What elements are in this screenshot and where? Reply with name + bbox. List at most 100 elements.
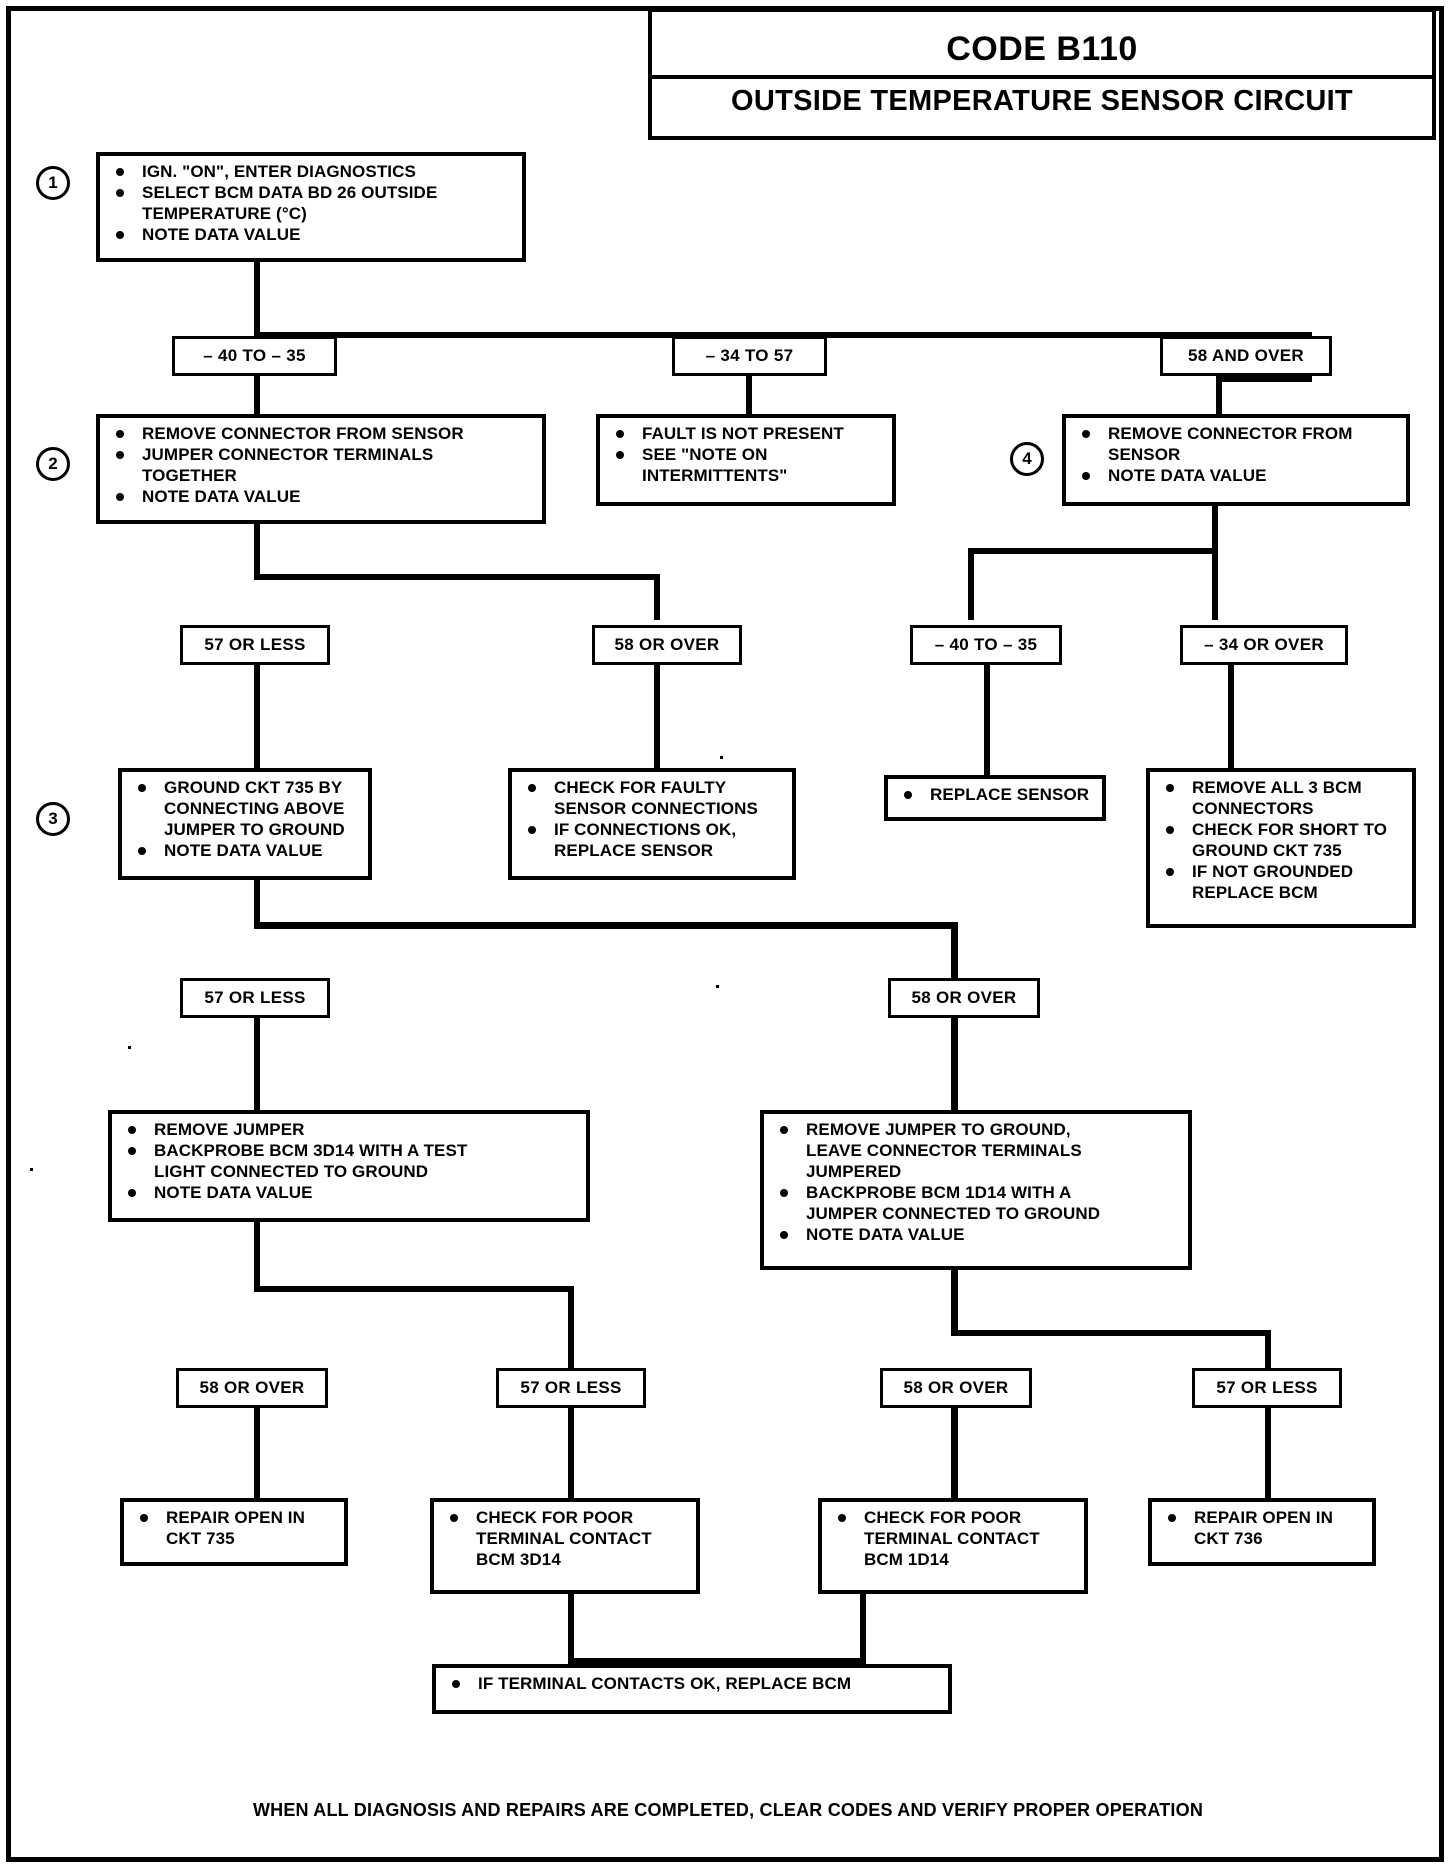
box-fault-not-present-list: FAULT IS NOT PRESENT SEE "NOTE ON INTERM… xyxy=(608,424,884,485)
connector-jumper-right-stem xyxy=(951,1270,958,1336)
connector-bus-6 xyxy=(951,1330,1271,1336)
connector-final-bus xyxy=(568,1658,866,1664)
box-check-poor-3d14-list: CHECK FOR POOR TERMINAL CONTACT BCM 3D14 xyxy=(442,1508,688,1569)
list-item: TERMINAL CONTACT xyxy=(476,1529,652,1549)
list-item: REMOVE CONNECTOR FROM xyxy=(1074,424,1398,443)
step-number-2: 2 xyxy=(36,447,70,481)
title-divider xyxy=(652,75,1432,79)
list-item: TERMINAL CONTACT xyxy=(864,1529,1040,1549)
branch-label-b1-left: – 40 TO – 35 xyxy=(172,336,337,376)
branch-label-b1-right: 58 AND OVER xyxy=(1160,336,1332,376)
connector-step4-stem xyxy=(1212,506,1218,554)
branch-label-b2-right: 58 OR OVER xyxy=(592,625,742,665)
list-item: BCM 3D14 xyxy=(476,1550,561,1570)
step-number-4: 4 xyxy=(1010,442,1044,476)
list-item: CONNECTORS xyxy=(1192,799,1314,819)
title-block: CODE B110 OUTSIDE TEMPERATURE SENSOR CIR… xyxy=(648,8,1436,140)
branch-label-b5-right: 57 OR LESS xyxy=(496,1368,646,1408)
connector-b1-right-drop xyxy=(1216,376,1222,414)
box-check-poor-3d14: CHECK FOR POOR TERMINAL CONTACT BCM 3D14 xyxy=(430,1498,700,1594)
connector-bus-1 xyxy=(254,332,1312,338)
list-item: SELECT BCM DATA BD 26 OUTSIDE xyxy=(108,183,514,202)
connector-bus-3 xyxy=(254,922,958,929)
connector-b4-left-drop xyxy=(984,665,990,775)
branch-label-text: 58 OR OVER xyxy=(911,988,1017,1007)
list-item: CHECK FOR POOR xyxy=(442,1508,688,1527)
list-item: JUMPER CONNECTOR TERMINALS xyxy=(108,445,534,464)
list-item: FAULT IS NOT PRESENT xyxy=(608,424,884,443)
box-step2-list: REMOVE CONNECTOR FROM SENSOR JUMPER CONN… xyxy=(108,424,534,506)
connector-b6-right-drop xyxy=(1265,1408,1271,1498)
page-subtitle: OUTSIDE TEMPERATURE SENSOR CIRCUIT xyxy=(731,85,1353,117)
box-step1: IGN. "ON", ENTER DIAGNOSTICS SELECT BCM … xyxy=(96,152,526,262)
connector-bus-2 xyxy=(254,574,660,580)
connector-b4-right-drop xyxy=(1228,665,1234,769)
box-fault-not-present: FAULT IS NOT PRESENT SEE "NOTE ON INTERM… xyxy=(596,414,896,506)
connector-bus3-drop-right xyxy=(951,922,958,988)
box-step3: GROUND CKT 735 BY CONNECTING ABOVE JUMPE… xyxy=(118,768,372,880)
branch-label-text: 58 OR OVER xyxy=(199,1378,305,1397)
branch-label-b3-right: 58 OR OVER xyxy=(888,978,1040,1018)
box-remove-jumper: REMOVE JUMPER BACKPROBE BCM 3D14 WITH A … xyxy=(108,1110,590,1222)
connector-step3-stem xyxy=(254,880,260,928)
list-item: CHECK FOR POOR xyxy=(830,1508,1076,1527)
branch-label-text: 58 OR OVER xyxy=(903,1378,1009,1397)
list-item: IF TERMINAL CONTACTS OK, REPLACE BCM xyxy=(444,1674,940,1693)
list-item: REMOVE CONNECTOR FROM SENSOR xyxy=(108,424,534,443)
list-item: TOGETHER xyxy=(142,466,237,486)
box-remove-3-bcm: REMOVE ALL 3 BCM CONNECTORS CHECK FOR SH… xyxy=(1146,768,1416,928)
connector-jumper-left-stem xyxy=(254,1222,260,1292)
list-item: CHECK FOR SHORT TO xyxy=(1158,820,1404,839)
box-check-poor-1d14: CHECK FOR POOR TERMINAL CONTACT BCM 1D14 xyxy=(818,1498,1088,1594)
list-item: REMOVE ALL 3 BCM xyxy=(1158,778,1404,797)
list-item: BCM 1D14 xyxy=(864,1550,949,1570)
step-number-1: 1 xyxy=(36,166,70,200)
list-item: JUMPER TO GROUND xyxy=(164,820,345,840)
branch-label-text: – 34 OR OVER xyxy=(1204,635,1324,654)
branch-label-b2-left: 57 OR LESS xyxy=(180,625,330,665)
page-border xyxy=(6,6,1444,1862)
box-remove-3-bcm-list: REMOVE ALL 3 BCM CONNECTORS CHECK FOR SH… xyxy=(1158,778,1404,902)
branch-label-b5-left: 58 OR OVER xyxy=(176,1368,328,1408)
connector-step2-stem xyxy=(254,524,260,580)
list-item: NOTE DATA VALUE xyxy=(772,1225,1180,1244)
branch-label-b6-left: 58 OR OVER xyxy=(880,1368,1032,1408)
branch-label-text: – 40 TO – 35 xyxy=(934,635,1038,654)
connector-bus2-drop-right xyxy=(654,574,660,620)
connector-b5-left-drop xyxy=(254,1408,260,1498)
list-item: CONNECTING ABOVE xyxy=(164,799,345,819)
branch-label-text: 58 AND OVER xyxy=(1187,346,1305,365)
list-item: LIGHT CONNECTED TO GROUND xyxy=(154,1162,429,1182)
branch-label-text: – 34 TO 57 xyxy=(705,346,794,365)
connector-bus4-drop-right xyxy=(1212,548,1218,620)
connector-b3-left-drop xyxy=(254,1018,260,1110)
list-item: CKT 735 xyxy=(166,1529,235,1549)
connector-step1-stem xyxy=(254,262,260,338)
scan-speck xyxy=(716,985,719,988)
connector-bus6-drop-right xyxy=(1265,1330,1271,1368)
connector-bus5-drop-right xyxy=(568,1286,574,1368)
branch-label-text: 57 OR LESS xyxy=(204,635,306,654)
list-item: NOTE DATA VALUE xyxy=(120,1183,578,1202)
list-item: INTERMITTENTS" xyxy=(642,466,788,486)
step-number-3: 3 xyxy=(36,802,70,836)
box-step4: REMOVE CONNECTOR FROM SENSOR NOTE DATA V… xyxy=(1062,414,1410,506)
box-repair-open-735-list: REPAIR OPEN IN CKT 735 xyxy=(132,1508,336,1548)
connector-bus-4 xyxy=(968,548,1218,554)
box-remove-jumper-ground: REMOVE JUMPER TO GROUND, LEAVE CONNECTOR… xyxy=(760,1110,1192,1270)
connector-b6-left-drop xyxy=(951,1408,958,1498)
branch-label-b3-left: 57 OR LESS xyxy=(180,978,330,1018)
list-item: NOTE DATA VALUE xyxy=(130,841,360,860)
connector-1d14-stem xyxy=(860,1594,866,1664)
connector-b5-right-drop xyxy=(568,1408,574,1498)
box-remove-jumper-ground-list: REMOVE JUMPER TO GROUND, LEAVE CONNECTOR… xyxy=(772,1120,1180,1244)
list-item: REMOVE JUMPER xyxy=(120,1120,578,1139)
connector-b1-right-jog xyxy=(1216,376,1312,382)
list-item: NOTE DATA VALUE xyxy=(108,487,534,506)
connector-bus-5 xyxy=(254,1286,574,1292)
box-step3-list: GROUND CKT 735 BY CONNECTING ABOVE JUMPE… xyxy=(130,778,360,860)
list-item: TEMPERATURE (°C) xyxy=(142,204,307,224)
branch-label-text: 58 OR OVER xyxy=(614,635,720,654)
box-check-faulty-sensor-list: CHECK FOR FAULTY SENSOR CONNECTIONS IF C… xyxy=(520,778,784,860)
